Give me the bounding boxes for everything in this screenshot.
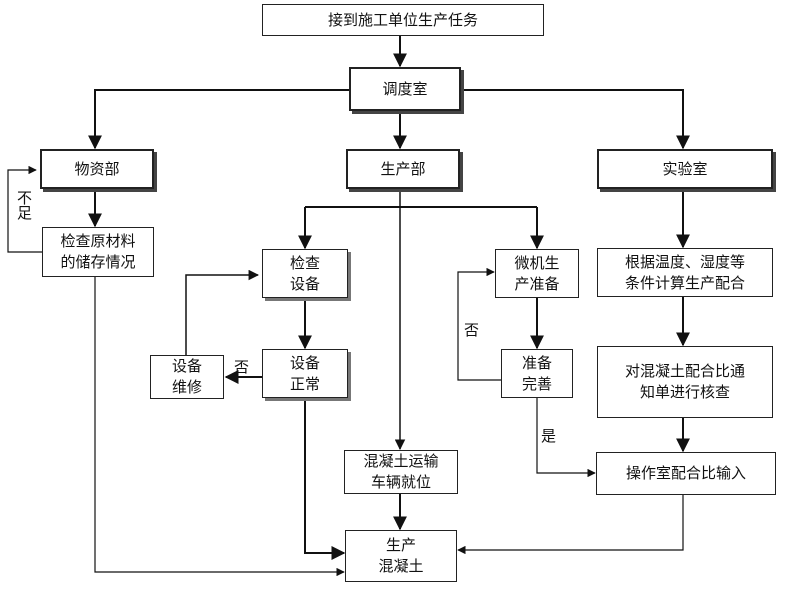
materials-dept-box: 物资部 bbox=[40, 149, 154, 189]
receive-task-box: 接到施工单位生产任务 bbox=[262, 4, 544, 36]
input-mix-box: 操作室配合比输入 bbox=[596, 452, 776, 495]
check-equipment-box: 检查 设备 bbox=[262, 249, 348, 298]
equipment-normal-box: 设备 正常 bbox=[262, 349, 348, 398]
equipment-repair-box: 设备 维修 bbox=[150, 355, 224, 399]
equipment-no-label: 否 bbox=[234, 358, 250, 376]
prep-complete-box: 准备 完善 bbox=[501, 349, 573, 398]
produce-concrete-box: 生产 混凝土 bbox=[345, 530, 457, 582]
check-raw-materials-box: 检查原材料 的储存情况 bbox=[42, 227, 154, 277]
dispatch-room-box: 调度室 bbox=[349, 67, 461, 111]
calc-mix-box: 根据温度、湿度等 条件计算生产配合 bbox=[597, 248, 773, 297]
insufficient-label: 不足 bbox=[15, 190, 33, 220]
prep-no-label: 否 bbox=[464, 321, 480, 339]
lab-box: 实验室 bbox=[597, 149, 773, 189]
transport-ready-box: 混凝土运输 车辆就位 bbox=[344, 450, 458, 494]
prep-yes-label: 是 bbox=[541, 427, 557, 445]
verify-mix-box: 对混凝土配合比通 知单进行核查 bbox=[597, 346, 773, 418]
computer-prep-box: 微机生 产准备 bbox=[495, 249, 579, 298]
production-dept-box: 生产部 bbox=[346, 149, 460, 189]
